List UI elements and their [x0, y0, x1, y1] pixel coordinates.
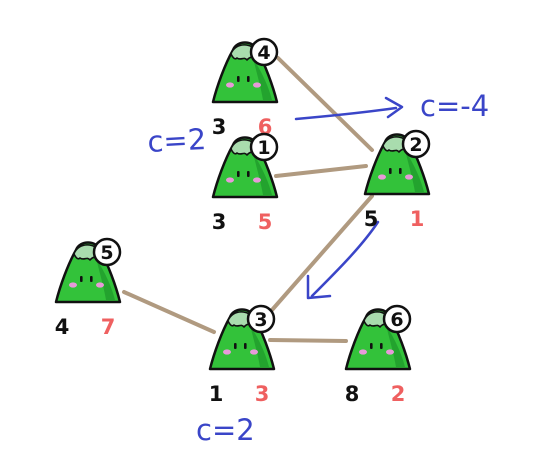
edge-5-3 [122, 290, 216, 334]
node-left-value: 3 [212, 115, 227, 139]
node-right-value: 7 [101, 315, 116, 339]
arrow-down-head [306, 274, 332, 300]
blush-left [359, 349, 367, 355]
blush-right [405, 174, 413, 180]
node-3: 3 1 3 [209, 304, 276, 406]
annotation-2: c=-4 [420, 89, 489, 123]
eye-left [370, 343, 373, 349]
node-id-label: 4 [257, 42, 270, 64]
blush-left [378, 174, 386, 180]
node-right-value: 3 [255, 382, 270, 406]
node-id-badge [249, 132, 279, 162]
node-id-label: 5 [100, 242, 113, 264]
node-6: 6 8 2 [345, 304, 412, 406]
annotations-layer: c=2 c=-4 c=2 [147, 89, 490, 447]
annotation-1: c=2 [147, 122, 207, 159]
blush-right [250, 349, 258, 355]
node-id-badge [246, 304, 276, 334]
node-id-label: 1 [257, 137, 270, 159]
blush-right [386, 349, 394, 355]
eye-left [237, 171, 240, 177]
edge-3-6 [268, 338, 348, 343]
node-left-value: 8 [345, 382, 360, 406]
eye-right [399, 168, 402, 174]
blush-right [96, 282, 104, 288]
edge-4-2 [276, 56, 374, 152]
node-1: 1 3 5 [212, 132, 279, 234]
node-5: 5 4 7 [55, 237, 122, 339]
node-2: 2 5 1 [364, 129, 431, 231]
node-id-label: 2 [409, 134, 422, 156]
node-id-label: 3 [254, 309, 267, 331]
arrow-right-shaft [294, 106, 398, 121]
blush-left [226, 177, 234, 183]
mountain-shadow [405, 150, 424, 192]
node-right-value: 1 [410, 207, 425, 231]
eye-right [247, 171, 250, 177]
node-right-value: 2 [391, 382, 406, 406]
eye-left [237, 76, 240, 82]
eye-left [234, 343, 237, 349]
blush-left [223, 349, 231, 355]
mountain-shadow [253, 58, 272, 100]
node-left-value: 3 [212, 210, 227, 234]
blush-left [69, 282, 77, 288]
eye-left [80, 276, 83, 282]
eye-right [244, 343, 247, 349]
edges-layer [122, 56, 374, 343]
arrows-layer [294, 96, 404, 300]
edge-2-3 [270, 194, 374, 312]
blush-right [253, 82, 261, 88]
eye-right [380, 343, 383, 349]
node-id-badge [249, 37, 279, 67]
eye-right [90, 276, 93, 282]
node-left-value: 1 [209, 382, 224, 406]
node-id-badge [382, 304, 412, 334]
annotation-3: c=2 [196, 413, 255, 447]
mountain-shadow [250, 325, 269, 367]
blush-left [226, 82, 234, 88]
node-id-badge [401, 129, 431, 159]
node-right-value: 5 [258, 210, 273, 234]
mountain-shadow [96, 258, 115, 300]
edge-1-2 [274, 164, 368, 178]
mountain-shadow [253, 153, 272, 195]
arrow-right-head [384, 96, 404, 119]
blush-right [253, 177, 261, 183]
node-id-badge [92, 237, 122, 267]
node-left-value: 4 [55, 315, 70, 339]
eye-right [247, 76, 250, 82]
node-id-label: 6 [390, 309, 403, 331]
mountain-shadow [386, 325, 405, 367]
arrow-down-shaft [310, 220, 380, 298]
eye-left [389, 168, 392, 174]
node-left-value: 5 [364, 207, 379, 231]
